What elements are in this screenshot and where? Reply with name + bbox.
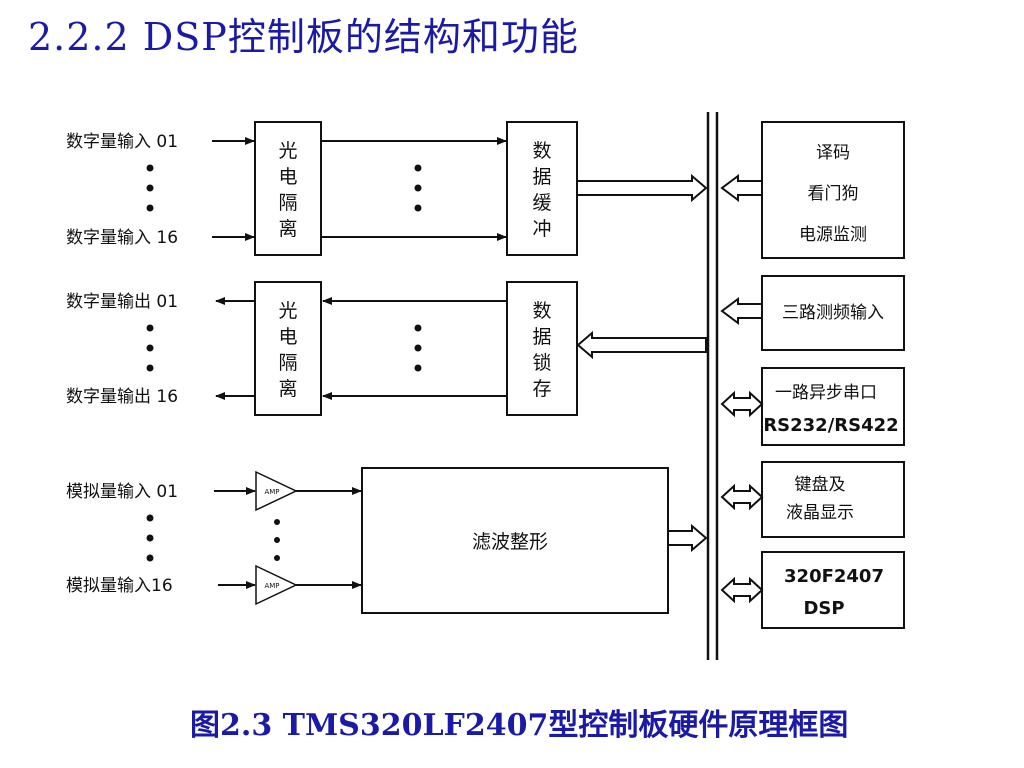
optocoupler-output-box (254, 281, 322, 416)
optocoupler-input-char: 电 (278, 166, 297, 188)
dsp-model-label: 320F2407 (784, 566, 884, 587)
dsp-label: DSP (803, 598, 844, 619)
keyboard-bidirectional-arrow (720, 483, 764, 511)
middle-ellipsis-dots (414, 164, 422, 212)
analog-input-01-label: 模拟量输入 01 (66, 482, 178, 502)
data-latch-char: 锁 (532, 352, 551, 374)
bus-to-latch-arrow (576, 330, 707, 360)
amplifier-label: AMP (264, 488, 279, 496)
decoder-watchdog-power-box (761, 121, 905, 259)
decoder-label: 译码 (816, 143, 850, 163)
filter-shaping-box (361, 467, 669, 614)
decoder-to-bus-arrow (720, 174, 763, 202)
optocoupler-output-char: 光 (278, 300, 297, 322)
amplifier-triangle (255, 470, 298, 512)
serial-bidirectional-arrow (720, 390, 764, 418)
serial-standard-label: RS232/RS422 (763, 415, 898, 436)
digital-output-01-label: 数字量输出 01 (66, 292, 178, 312)
digital-output-16-label: 数字量输出 16 (66, 387, 178, 407)
frequency-input-label: 三路测频输入 (782, 303, 884, 323)
data-latch-char: 存 (532, 378, 551, 400)
optocoupler-output-char: 隔 (278, 352, 297, 374)
optocoupler-input-char: 光 (278, 140, 297, 162)
digital-input-01-label: 数字量输入 01 (66, 132, 178, 152)
frequency-to-bus-arrow (720, 297, 763, 325)
optocoupler-input-char: 离 (278, 218, 297, 240)
analog-ellipsis-dots (146, 514, 154, 562)
serial-port-label: 一路异步串口 (775, 383, 877, 403)
digital-input-16-label: 数字量输入 16 (66, 228, 178, 248)
data-buffer-char: 冲 (532, 218, 551, 240)
filter-to-bus-arrow (667, 523, 708, 553)
slide-title: 2.2.2 DSP控制板的结构和功能 (28, 15, 579, 59)
optocoupler-output-char: 离 (278, 378, 297, 400)
lcd-label: 液晶显示 (786, 503, 854, 523)
analog-input-16-label: 模拟量输入16 (66, 576, 173, 596)
optocoupler-output-char: 电 (278, 326, 297, 348)
output-ellipsis-dots (146, 324, 154, 372)
data-buffer-char: 数 (532, 140, 551, 162)
amp-ellipsis-dots (274, 519, 280, 561)
keyboard-lcd-box (761, 461, 905, 538)
serial-port-box (761, 367, 905, 446)
watchdog-label: 看门狗 (808, 184, 859, 204)
data-latch-char: 据 (532, 326, 551, 348)
buffer-to-bus-arrow (576, 173, 708, 203)
data-latch-char: 数 (532, 300, 551, 322)
input-ellipsis-dots (146, 164, 154, 212)
amplifier-triangle (255, 564, 298, 606)
filter-shaping-label: 滤波整形 (472, 531, 548, 553)
data-latch-box (506, 281, 578, 416)
figure-caption: 图2.3 TMS320LF2407型控制板硬件原理框图 (190, 708, 849, 743)
data-buffer-box (506, 121, 578, 256)
middle-ellipsis-dots (414, 324, 422, 372)
optocoupler-input-char: 隔 (278, 192, 297, 214)
dsp-bidirectional-arrow (720, 576, 764, 604)
optocoupler-input-box (254, 121, 322, 256)
frequency-input-box (761, 275, 905, 351)
data-buffer-char: 据 (532, 166, 551, 188)
dsp-box (761, 551, 905, 629)
amplifier-label: AMP (264, 582, 279, 590)
data-buffer-char: 缓 (532, 192, 551, 214)
power-monitor-label: 电源监测 (799, 225, 867, 245)
keyboard-label: 键盘及 (795, 475, 846, 495)
